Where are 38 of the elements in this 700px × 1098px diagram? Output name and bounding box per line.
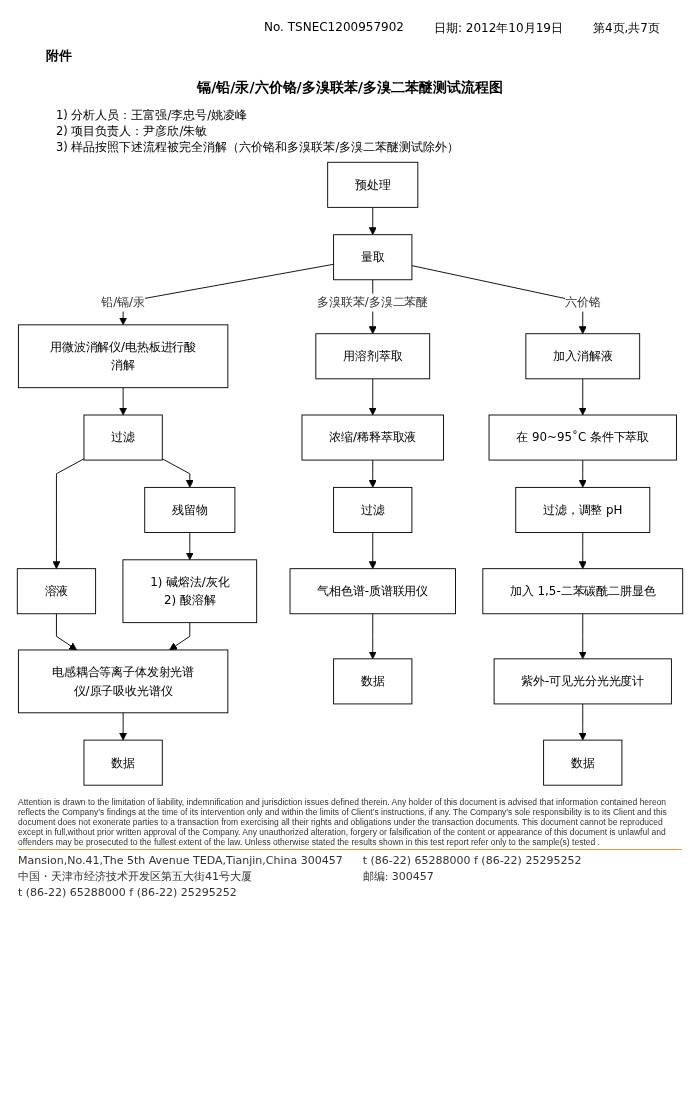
node-box [83,739,163,786]
node-box [525,333,641,380]
edge-label: 铅/镉/汞 [101,295,145,309]
node-box [333,658,413,705]
page-number: 第4页,共7页 [592,20,660,37]
node-box [327,161,419,208]
node-box [301,414,444,461]
node-box [122,559,258,624]
node-box [17,324,229,389]
report-number: No. TSNEC1200957902 [264,20,404,36]
disclaimer-text: Attention is drawn to the limitation of liability, indemnification and jurisdiction issues defined therein. Any holder of this document is advised that information contained hereon reflects the Company’s findings at the time of its intervention only and within the limits of Client’s instructions, if any. The Company’s sole responsibility is to its Client and this document does not exonerate parties to a transaction from exercising all their rights and obligations under the transaction documents. This document cannot be reproduced except in full,without prior written approval of the Company. Any unauthorized alteration, forgery or falsification of the content or appearance of this document is unlawful and offenders may be prosecuted to the fullest extent of the law. Unless otherwise stated the results shown in this test report refer only to the sample(s) tested . [18,797,668,847]
node-box [515,486,651,533]
phone-text: t (86-22) 65288000 f (86-22) 25295252 [362,854,582,867]
attachment-heading: 附件 [46,47,73,65]
address-text: Mansion,No.41,The 5th Avenue TEDA,Tianjin,China 300457 [18,854,343,867]
node-box [315,333,431,380]
node-box [493,658,672,705]
node-box [333,486,413,533]
note-text: 3) 样品按照下述流程被完全消解（六价铬和多溴联苯/多溴二苯醚测试除外） [56,139,461,155]
phone-text: t (86-22) 65288000 f (86-22) 25295252 [18,886,238,899]
node-box [16,568,97,615]
node-box [488,414,677,461]
diagram-title: 镉/铅/汞/六价铬/多溴联苯/多溴二苯醚测试流程图 [195,79,504,97]
node-box [83,414,163,461]
edge-label: 多溴联苯/多溴二苯醚 [317,295,429,309]
node-box [289,568,456,615]
note-text: 1) 分析人员：王富强/李忠号/姚凌峰 [56,107,249,123]
node-box [144,486,236,533]
address-text: 中国・天津市经济技术开发区第五大街41号大厦 [18,869,253,884]
node-box [482,568,684,615]
note-text: 2) 项目负责人：尹彦欣/朱敏 [56,123,209,139]
edge-label: 六价铬 [565,295,601,309]
node-box [543,739,623,786]
node-box [333,234,413,281]
node-box [17,649,229,714]
flowchart: 铅/镉/汞 多溴联苯/多溴二苯醚 六价铬 预处理 量取 用微波消解仪/电热板进行酸消解 过滤 溶液 残留物 1) 碱熔法/灰化 2) 酸溶解 电感耦合等离子体发射光谱仪/原子吸收光谱仪 数据 用溶剂萃取 浓缩/稀释萃取液 过滤 气相色谱-质谱联用仪 数据 加入消解液 在 90~95˚C 条件下萃取 过滤，调整 pH 加入 1,5-二苯碳酰二肼显色 紫外-可见光分光光度计 数据 [10,155,690,793]
postcode-text: 邮编: 300457 [362,869,435,884]
date-text: 日期: 2012年10月19日 [433,20,563,37]
